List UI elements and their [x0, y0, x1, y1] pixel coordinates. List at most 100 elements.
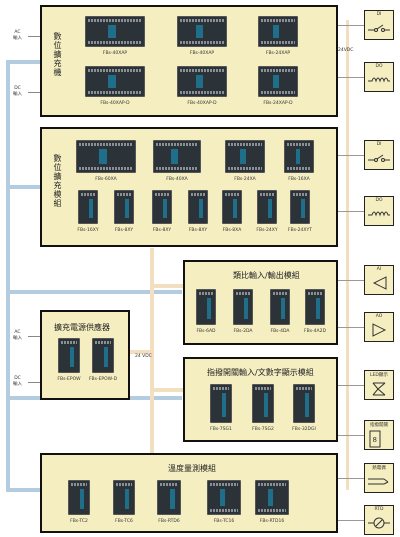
power-to-thumb: [150, 388, 184, 392]
switch-icon: [368, 20, 390, 39]
module-housing: [207, 480, 241, 515]
power-to-analog: [150, 284, 184, 288]
analog-module: FBs-4A2D: [304, 289, 326, 334]
led-segment-icon: [368, 380, 390, 402]
analog-module: FBs-2DA: [233, 289, 253, 334]
io-connector-line: [338, 211, 364, 212]
io-device-box: DO: [364, 62, 394, 92]
module-housing: [68, 480, 90, 515]
thumbwheel-icon: 8: [368, 430, 382, 452]
expansion-module-narrow: FBs-24XYT: [288, 190, 312, 233]
io-device-box: DO: [364, 196, 394, 226]
ac-input-ps-arrow: [28, 336, 40, 337]
module-housing: [222, 190, 242, 224]
module-housing: [284, 140, 314, 173]
module-housing: [152, 190, 172, 224]
module-model-label: FBs-RTD16: [259, 519, 285, 524]
io-connector-line: [338, 385, 364, 386]
io-device-label: AO: [375, 314, 383, 319]
expansion-module-narrow: FBs-8XY: [188, 190, 208, 233]
io-connector-line: [338, 25, 364, 26]
io-device-label: DI: [376, 12, 382, 17]
module-housing: [270, 289, 290, 325]
io-connector-line: [338, 280, 364, 281]
module-model-label: FBs-24XY: [256, 228, 278, 233]
expansion-unit-module: FBs-40XAP-D: [177, 66, 227, 106]
io-device-label: RTD: [374, 507, 384, 512]
temperature-module: FBs-TC6: [113, 480, 135, 524]
expansion-unit-module: FBs-24XAP-D: [258, 66, 298, 106]
dc-input-ps-arrow: [28, 382, 40, 383]
module-housing: [196, 289, 216, 325]
io-device-box: LED顯示: [364, 370, 394, 400]
expansion-module-wide: FBs-40XA: [153, 140, 201, 182]
io-device-label: DO: [375, 64, 383, 69]
module-model-label: FBs-8XY: [114, 228, 134, 233]
ac-input-top-arrow: [28, 36, 40, 37]
module-housing: [78, 190, 98, 224]
module-housing: [114, 190, 134, 224]
module-housing: [305, 289, 325, 325]
module-housing: [153, 140, 201, 173]
analog-module: FBs-4DA: [270, 289, 290, 334]
module-housing: [76, 140, 136, 173]
module-housing: [225, 140, 265, 173]
expansion-unit-module: FBs-40XAP: [85, 16, 145, 56]
expansion-module-narrow: FBs-8XY: [114, 190, 134, 233]
module-housing: [157, 480, 181, 515]
io-device-label: DI: [376, 142, 382, 147]
triangle-out-icon: [368, 322, 390, 342]
module-model-label: FBs-60XA: [95, 177, 117, 182]
expansion-unit-module: FBs-40XAP-D: [85, 66, 145, 106]
io-device-box: RTD: [364, 505, 394, 535]
thumbwheel-module: FBs-7SG1: [210, 384, 232, 432]
io-device-box: AI: [364, 265, 394, 295]
module-housing: [258, 66, 298, 97]
module-model-label: FBs-EPOW: [57, 377, 81, 382]
module-housing: [113, 480, 135, 515]
module-housing: [188, 190, 208, 224]
module-model-label: FBs-40XAP: [189, 51, 215, 56]
expansion-module-wide: FBs-60XA: [76, 140, 136, 182]
module-housing: [85, 16, 145, 47]
module-model-label: FBs-40XAP: [102, 51, 128, 56]
module-model-label: FBs-TC16: [213, 519, 235, 524]
temperature-module-title: 溫度量測模組: [168, 464, 216, 473]
module-model-label: FBs-TC2: [70, 519, 88, 524]
io-connector-line: [338, 77, 364, 78]
dc-input-top-arrow: [28, 92, 40, 93]
io-device-label: AI: [376, 267, 382, 272]
rtd-icon: [368, 515, 390, 535]
temperature-module: FBs-TC16: [207, 480, 241, 524]
module-model-label: FBs-32DGI: [292, 427, 316, 432]
io-connector-line: [338, 478, 364, 479]
io-device-box: AO: [364, 312, 394, 342]
module-model-label: FBs-6AD: [196, 329, 216, 334]
module-model-label: FBs-8XY: [188, 228, 208, 233]
module-model-label: FBs-24XYT: [288, 228, 312, 233]
bus-branch-temp: [6, 488, 40, 492]
io-connector-line: [338, 155, 364, 156]
module-model-label: FBs-EPOW-D: [88, 377, 118, 382]
svg-text:8: 8: [373, 436, 377, 444]
io-connector-line: [338, 327, 364, 328]
module-housing: [177, 16, 227, 47]
digital-expansion-module-title: 數位擴充模組: [53, 154, 62, 208]
digital-expansion-unit-title: 數位擴充機: [53, 32, 62, 77]
power-supply-module: FBs-EPOW: [57, 338, 81, 382]
module-model-label: FBs-40XAP-D: [100, 101, 130, 106]
expansion-unit-module: FBs-24XAP: [258, 16, 298, 56]
module-model-label: FBs-24XAP: [265, 51, 291, 56]
module-model-label: FBs-40XAP-D: [187, 101, 217, 106]
coil-icon: [368, 72, 390, 91]
thumbwheel-module: FBs-7SG2: [252, 384, 274, 432]
module-housing: [255, 480, 289, 515]
module-model-label: FBs-4DA: [270, 329, 290, 334]
module-model-label: FBs-40XA: [166, 177, 188, 182]
analog-module: FBs-6AD: [196, 289, 216, 334]
vdc-24-top-label: 24VDC: [338, 48, 354, 53]
vdc-24-ps-label: 24 VDC: [135, 354, 152, 359]
